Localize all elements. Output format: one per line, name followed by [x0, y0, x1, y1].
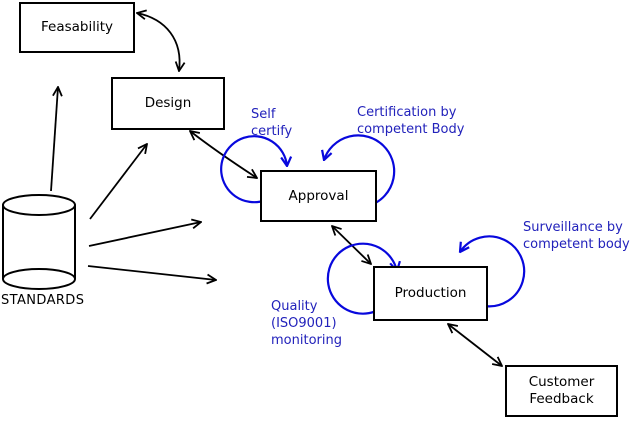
arrow-design-approval — [190, 131, 257, 178]
annotation-surveillance-line1: Surveillance by — [523, 220, 623, 235]
standards-label: STANDARDS — [1, 293, 85, 308]
node-feasability: Feasability — [19, 2, 135, 53]
arrow-feasability-design — [137, 13, 180, 71]
arrow-standards-production — [87, 265, 216, 280]
node-production: Production — [373, 266, 488, 321]
arrow-standards-design — [89, 144, 147, 220]
node-customer-feedback: Customer Feedback — [505, 365, 618, 417]
annotation-certification-line1: Certification by — [357, 105, 457, 120]
node-approval: Approval — [260, 170, 377, 222]
annotation-quality-monitoring: Quality (ISO9001) monitoring — [271, 298, 342, 349]
certification-loop — [324, 134, 396, 207]
node-design-label: Design — [144, 95, 192, 111]
self-certify-loop — [220, 135, 287, 204]
annotation-self-certify-line1: Self — [251, 107, 276, 122]
annotation-certification: Certification by competent Body — [357, 104, 464, 138]
arrow-standards-feasability — [50, 87, 58, 192]
annotation-surveillance: Surveillance by competent body — [523, 219, 630, 253]
standards-cylinder — [2, 194, 76, 290]
annotation-self-certify-line2: certify — [251, 124, 293, 139]
quality-monitoring-loop — [326, 242, 397, 315]
node-approval-label: Approval — [288, 187, 349, 204]
node-customer-feedback-line2: Feedback — [529, 391, 594, 407]
arrow-standards-approval — [88, 222, 201, 247]
annotation-certification-line2: competent Body — [357, 122, 465, 137]
node-design: Design — [111, 77, 225, 130]
surveillance-loop — [460, 235, 526, 308]
node-feasability-label: Feasability — [40, 19, 113, 35]
annotation-self-certify: Self certify — [251, 106, 292, 140]
annotation-quality-line2: (ISO9001) — [271, 316, 337, 331]
node-production-label: Production — [394, 285, 467, 301]
node-customer-feedback-line1: Customer — [528, 374, 595, 390]
arrow-production-feedback — [448, 324, 502, 366]
annotation-quality-line3: monitoring — [271, 333, 342, 348]
annotation-quality-line1: Quality — [271, 299, 318, 314]
annotation-surveillance-line2: competent body — [523, 237, 630, 252]
